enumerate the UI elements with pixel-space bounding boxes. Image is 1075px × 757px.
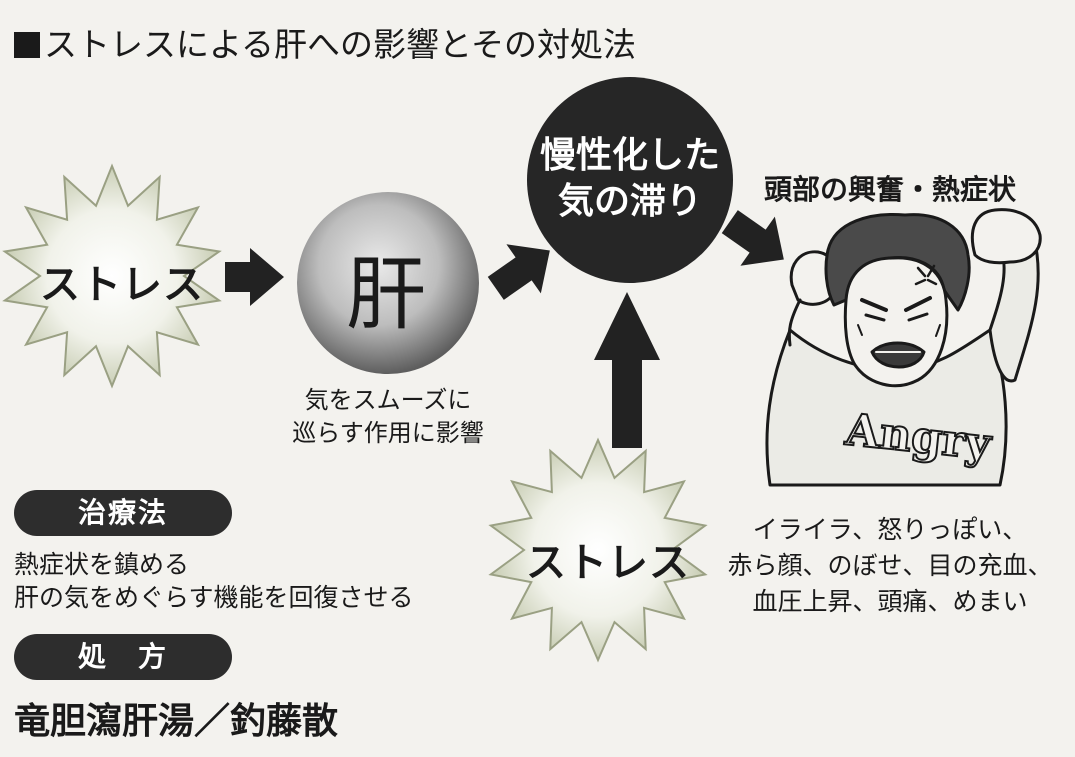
treatment-line: 肝の気をめぐらす機能を回復させる [14, 583, 414, 612]
stagnation-line: 慢性化した [539, 135, 720, 176]
liver-caption-line: 気をスムーズに [304, 386, 472, 414]
liver-circle [297, 192, 479, 374]
title-square-icon [14, 32, 40, 58]
prescription-badge: 処 方 [14, 634, 232, 680]
liver-caption-line: 巡らす作用に影響 [292, 419, 484, 447]
stress-label-bottom: ストレス [526, 540, 690, 586]
treatment-text: 熱症状を鎮める 肝の気をめぐらす機能を回復させる [14, 548, 414, 614]
stagnation-circle [527, 77, 733, 283]
liver-label: 肝 [346, 248, 426, 341]
liver-caption: 気をスムーズに 巡らす作用に影響 [268, 384, 508, 450]
page-title: ストレスによる肝への影響とその対処法 [14, 18, 636, 66]
stress-burst-left [2, 163, 222, 389]
arrow-right-icon [225, 248, 284, 306]
prescription-formula: 竜胆瀉肝湯／釣藤散 [14, 701, 339, 742]
symptoms-list: イライラ、怒りっぽい、 赤ら顔、のぼせ、目の充血、 血圧上昇、頭痛、めまい [705, 512, 1075, 620]
stress-burst-bottom [488, 437, 708, 663]
arrow-downright-icon [721, 210, 784, 266]
symptom-line: 赤ら顔、のぼせ、目の充血、 [727, 551, 1053, 580]
stress-label-left: ストレス [40, 262, 204, 308]
symptom-line: イライラ、怒りっぽい、 [752, 515, 1028, 544]
treatment-line: 熱症状を鎮める [14, 550, 190, 579]
arrow-upright-icon [487, 244, 550, 300]
stagnation-line: 気の滞り [557, 181, 702, 222]
head-symptoms-title: 頭部の興奮・熱症状 [764, 173, 1017, 206]
symptom-line: 血圧上昇、頭痛、めまい [752, 587, 1028, 616]
stagnation-label: 慢性化した 気の滞り [510, 133, 750, 225]
title-text: ストレスによる肝への影響とその対処法 [44, 25, 637, 64]
arrow-up-icon [594, 292, 660, 448]
angry-person-illustration [765, 208, 1042, 487]
treatment-badge: 治療法 [14, 490, 232, 536]
